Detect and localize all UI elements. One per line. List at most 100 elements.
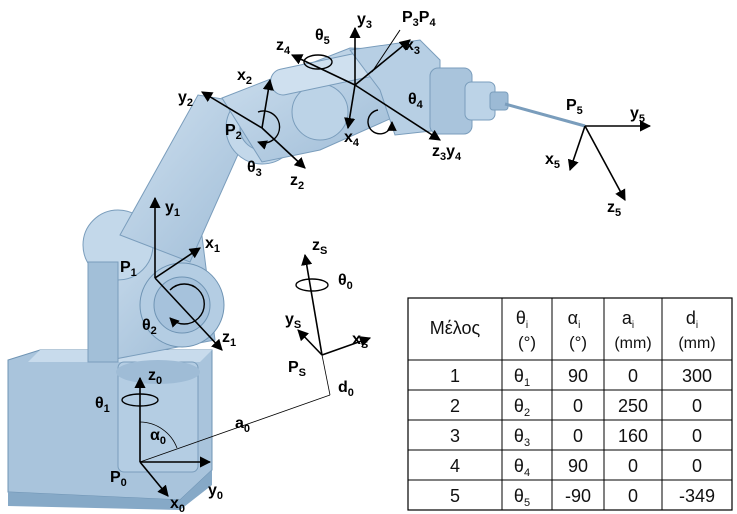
robot-base-front <box>8 470 212 510</box>
label-x3: x3 <box>405 37 420 57</box>
cell-d: 300 <box>682 366 712 386</box>
robot-tool-tip <box>504 102 586 128</box>
cell-theta: θ1 <box>514 366 530 389</box>
cell-alpha: -90 <box>565 486 591 506</box>
cell-d: 0 <box>692 456 702 476</box>
table-header-a-unit: (mm) <box>614 335 651 352</box>
label-ps: PS <box>288 359 306 379</box>
table-row: 4 θ4 90 0 0 <box>450 456 702 479</box>
line-d0 <box>321 354 331 396</box>
cell-a: 0 <box>628 366 638 386</box>
rotation-theta2 <box>169 283 205 328</box>
cell-alpha: 90 <box>568 366 588 386</box>
label-theta5: θ5 <box>315 27 330 47</box>
label-theta2: θ2 <box>142 317 157 337</box>
label-z1: z1 <box>222 329 236 349</box>
label-theta4: θ4 <box>408 91 424 111</box>
axis-x5 <box>567 125 586 172</box>
cell-member: 1 <box>450 366 460 386</box>
cell-member: 5 <box>450 486 460 506</box>
axis-y2 <box>201 91 263 129</box>
annotation-lines <box>134 26 652 497</box>
label-x4: x4 <box>344 129 360 149</box>
axis-x2 <box>261 78 274 129</box>
label-x5: x5 <box>545 151 560 171</box>
label-d0: d0 <box>338 379 354 399</box>
rotation-theta5 <box>303 54 333 70</box>
cell-a: 0 <box>628 456 638 476</box>
label-ys: yS <box>285 311 301 331</box>
table-header-d-unit: (mm) <box>678 335 715 352</box>
table-border <box>407 297 733 511</box>
label-y1: y1 <box>165 199 180 219</box>
axis-z5 <box>584 125 626 201</box>
label-p0: P0 <box>110 469 127 489</box>
label-z2: z2 <box>290 172 304 192</box>
robot-forearm-disc <box>291 83 349 141</box>
label-theta3: θ3 <box>247 159 262 179</box>
axis-ys <box>297 329 323 356</box>
cell-a: 250 <box>618 396 648 416</box>
cell-theta: θ3 <box>514 426 530 449</box>
axis-x0 <box>139 461 169 497</box>
axis-x4 <box>344 84 356 130</box>
arc-alpha0 <box>139 421 178 449</box>
axis-x3 <box>354 39 411 86</box>
axis-z3y4 <box>354 84 441 141</box>
axis-xs <box>321 336 372 356</box>
label-zs: zS <box>312 237 327 257</box>
label-z0: z0 <box>148 367 162 387</box>
table-header-member: Μέλος <box>430 318 481 338</box>
label-theta0: θ0 <box>338 272 353 292</box>
dh-parameter-table: Μέλος θi (°) αi (°) ai (mm) di (mm) 1 θ1… <box>407 297 733 511</box>
line-a0 <box>139 394 331 463</box>
table-header-alpha-unit: (°) <box>569 333 587 352</box>
label-p5: P5 <box>566 97 583 117</box>
label-theta1: θ1 <box>95 395 110 415</box>
robot-arm <box>7 39 586 510</box>
label-x0: x0 <box>170 495 185 514</box>
label-p1: P1 <box>120 259 137 279</box>
cell-member: 2 <box>450 396 460 416</box>
cell-theta: θ4 <box>514 456 530 479</box>
label-x2: x2 <box>237 67 252 87</box>
cell-alpha: 0 <box>573 396 583 416</box>
robot-shoulder-side <box>87 261 119 363</box>
robot-tool-shank <box>489 91 509 111</box>
label-z3y4: z3y4 <box>432 143 462 163</box>
table-row: 5 θ5 -90 0 -349 <box>450 486 715 509</box>
table-header-theta-unit: (°) <box>518 333 536 352</box>
rotation-theta1 <box>121 393 159 407</box>
table-header-a: ai <box>622 308 634 331</box>
table-header-theta: θi <box>516 308 528 331</box>
frame-labels: P0 x0 y0 z0 θ1 α0 a0 d0 P1 y1 x1 z1 θ2 P… <box>95 9 645 514</box>
rotation-theta0 <box>295 278 329 292</box>
axis-z2 <box>261 127 306 169</box>
rotation-theta3 <box>257 110 281 150</box>
rotation-theta4 <box>367 109 397 135</box>
axis-zs <box>301 253 323 356</box>
label-x1: x1 <box>205 235 220 255</box>
table-header-d: di <box>686 308 698 331</box>
p3p4-leader <box>371 29 401 73</box>
cell-d: 0 <box>692 426 702 446</box>
cell-a: 0 <box>628 486 638 506</box>
cell-alpha: 0 <box>573 426 583 446</box>
cell-alpha: 90 <box>568 456 588 476</box>
cell-theta: θ2 <box>514 396 530 419</box>
cell-a: 160 <box>618 426 648 446</box>
label-p3p4: P3P4 <box>402 9 436 29</box>
axis-z4 <box>290 54 356 86</box>
axis-x1 <box>154 247 201 279</box>
label-p2: P2 <box>225 122 242 142</box>
table-row: 2 θ2 0 250 0 <box>450 396 702 419</box>
label-y5: y5 <box>630 105 645 125</box>
label-y0: y0 <box>208 482 223 502</box>
label-a0: a0 <box>235 415 250 435</box>
rotation-arrows <box>121 54 397 407</box>
label-z4: z4 <box>276 37 291 57</box>
label-alpha0: α0 <box>150 427 166 447</box>
cell-d: -349 <box>679 486 715 506</box>
table-row: 3 θ3 0 160 0 <box>450 426 702 449</box>
